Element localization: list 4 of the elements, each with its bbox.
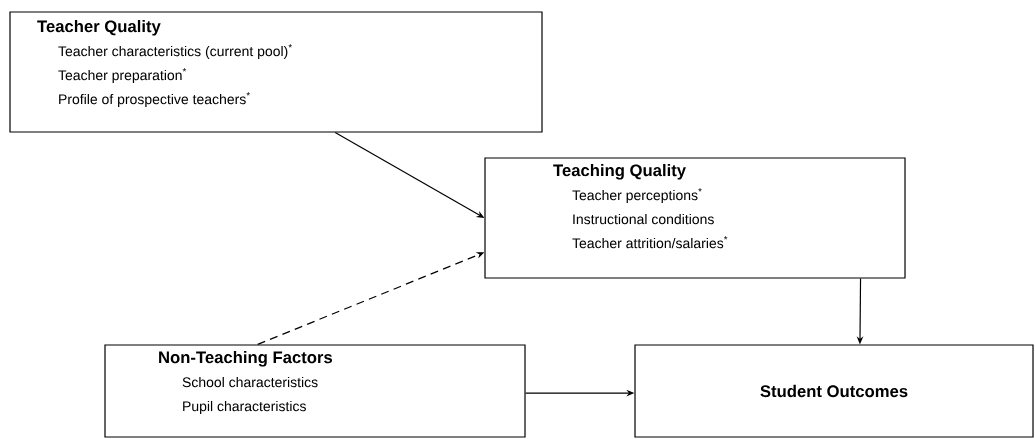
process-box: Non-Teaching Factors School characteristics Pupil characteristics <box>104 344 526 438</box>
process-box: Teacher Quality Teacher characteristics (current pool)$^{*}$ Teacher preparation$^{*}$ Profile of prospective teachers$^{*}$ <box>9 11 543 133</box>
process-box: Student Outcomes <box>634 344 1034 438</box>
process-box: Teaching Quality Teacher perceptions$^{*}$ Instructional conditions Teacher attrition/salaries$^{*}$ <box>484 157 906 279</box>
